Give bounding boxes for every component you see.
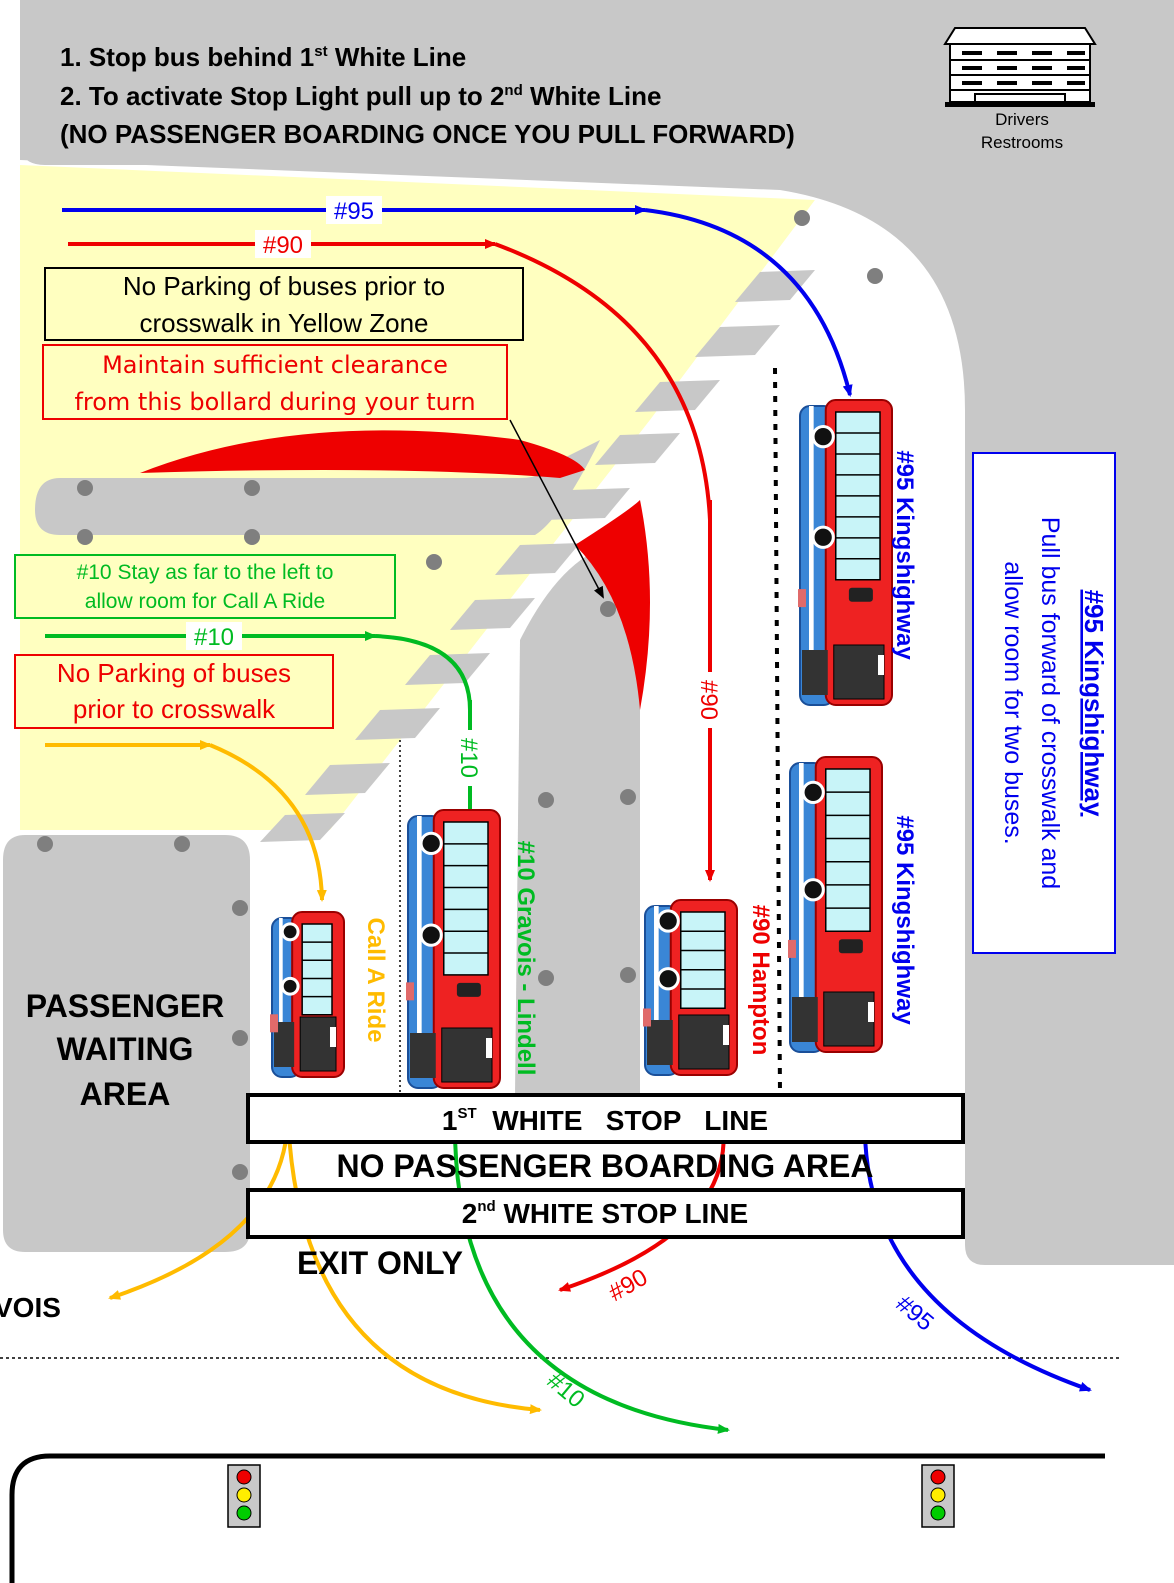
svg-text:#95 Kingshighway: #95 Kingshighway	[1079, 590, 1109, 817]
svg-text:WAITING: WAITING	[57, 1031, 194, 1067]
svg-text:PASSENGER: PASSENGER	[26, 988, 225, 1024]
crosswalk	[260, 270, 815, 842]
bollard-pointer	[509, 419, 604, 599]
instruction-line-3: (NO PASSENGER BOARDING ONCE YOU PULL FOR…	[60, 119, 795, 149]
svg-text:No Parking of buses prior to: No Parking of buses prior to	[123, 271, 445, 301]
route-90-label: #90	[263, 232, 303, 259]
traffic-light-right-icon	[921, 1464, 955, 1528]
svg-text:2nd WHITE STOP LINE: 2nd WHITE STOP LINE	[462, 1198, 748, 1229]
route-10-note: #10 Stay as far to the left to allow roo…	[14, 554, 396, 619]
svg-text:allow room for Call A Ride: allow room for Call A Ride	[85, 590, 325, 613]
traffic-light-left-icon	[227, 1464, 261, 1528]
route-10-vertical-label: #10	[455, 738, 482, 778]
bollard-clearance-zone	[140, 430, 585, 478]
svg-text:#10 Stay as far to the left to: #10 Stay as far to the left to	[77, 561, 334, 584]
gravois-bus-label: #10 Gravois - Lindell	[512, 841, 539, 1076]
svg-text:Maintain sufficient clearance: Maintain sufficient clearance	[102, 351, 448, 379]
center-island	[515, 545, 640, 1095]
building-label-1: Drivers	[995, 110, 1049, 129]
first-stop-line: 1ST WHITE STOP LINE	[246, 1093, 965, 1144]
instructions: 1. Stop bus behind 1st White Line 2. To …	[60, 42, 795, 149]
svg-text:1ST WHITE STOP LINE: 1ST WHITE STOP LINE	[442, 1105, 768, 1136]
left-island	[35, 440, 600, 535]
lane-divider-right	[773, 367, 782, 1096]
kingshighway-note: #95 Kingshighway Pull bus forward of cro…	[972, 452, 1116, 954]
buses	[270, 399, 894, 1089]
yellow-zone-note: No Parking of buses prior to crosswalk i…	[44, 267, 524, 341]
svg-text:AREA: AREA	[80, 1076, 171, 1112]
bollards	[37, 210, 883, 1180]
svg-text:allow room for two buses.: allow room for two buses.	[999, 561, 1027, 844]
kingshighway-bus-2-icon	[788, 756, 884, 1053]
svg-text:crosswalk in Yellow Zone: crosswalk in Yellow Zone	[139, 308, 428, 338]
gravois-bus-icon	[406, 809, 502, 1089]
islands	[3, 440, 640, 1252]
svg-text:No Parking of buses: No Parking of buses	[57, 658, 291, 688]
hampton-bus-icon	[643, 899, 739, 1076]
top-sidewalk-left	[20, 0, 820, 165]
svg-text:prior to crosswalk: prior to crosswalk	[73, 694, 276, 724]
kingshighway-bus-2-label: #95 Kingshighway	[891, 815, 918, 1025]
route-call-a-ride	[45, 740, 542, 1415]
route-90-vertical-label: #90	[695, 680, 722, 720]
route-10-exit-label: #10	[542, 1367, 590, 1413]
call-a-ride-bus-icon	[270, 911, 346, 1078]
kingshighway-bus-1-label: #95 Kingshighway	[891, 450, 918, 660]
curb-line	[9, 1453, 1105, 1583]
instruction-line-2: 2. To activate Stop Light pull up to 2nd…	[60, 81, 661, 111]
bollard-clearance-curve	[575, 500, 650, 710]
bollard-note: Maintain sufficient clearance from this …	[42, 344, 508, 420]
second-stop-line: 2nd WHITE STOP LINE	[246, 1188, 965, 1239]
hampton-bus-label: #90 Hampton	[747, 905, 774, 1056]
exit-only: EXIT ONLY	[297, 1245, 463, 1281]
sidewalks	[20, 0, 1174, 1265]
passenger-waiting-area: PASSENGER WAITING AREA	[26, 988, 225, 1112]
passenger-island	[3, 835, 250, 1252]
route-10-label: #10	[194, 624, 234, 651]
kingshighway-bus-1-icon	[798, 399, 894, 706]
instruction-line-1: 1. Stop bus behind 1st White Line	[60, 42, 466, 72]
no-boarding-area: NO PASSENGER BOARDING AREA	[337, 1148, 874, 1184]
no-parking-note: No Parking of buses prior to crosswalk	[14, 654, 334, 729]
svg-text:from this bollard during your: from this bollard during your turn	[74, 388, 475, 416]
building-icon	[943, 27, 1097, 107]
call-a-ride-label: Call A Ride	[362, 918, 389, 1043]
route-95-label: #95	[334, 198, 374, 225]
street-name: VOIS	[0, 1292, 61, 1323]
building-label-2: Restrooms	[981, 133, 1063, 152]
svg-text:Pull bus forward of crosswalk: Pull bus forward of crosswalk and	[1036, 517, 1064, 889]
